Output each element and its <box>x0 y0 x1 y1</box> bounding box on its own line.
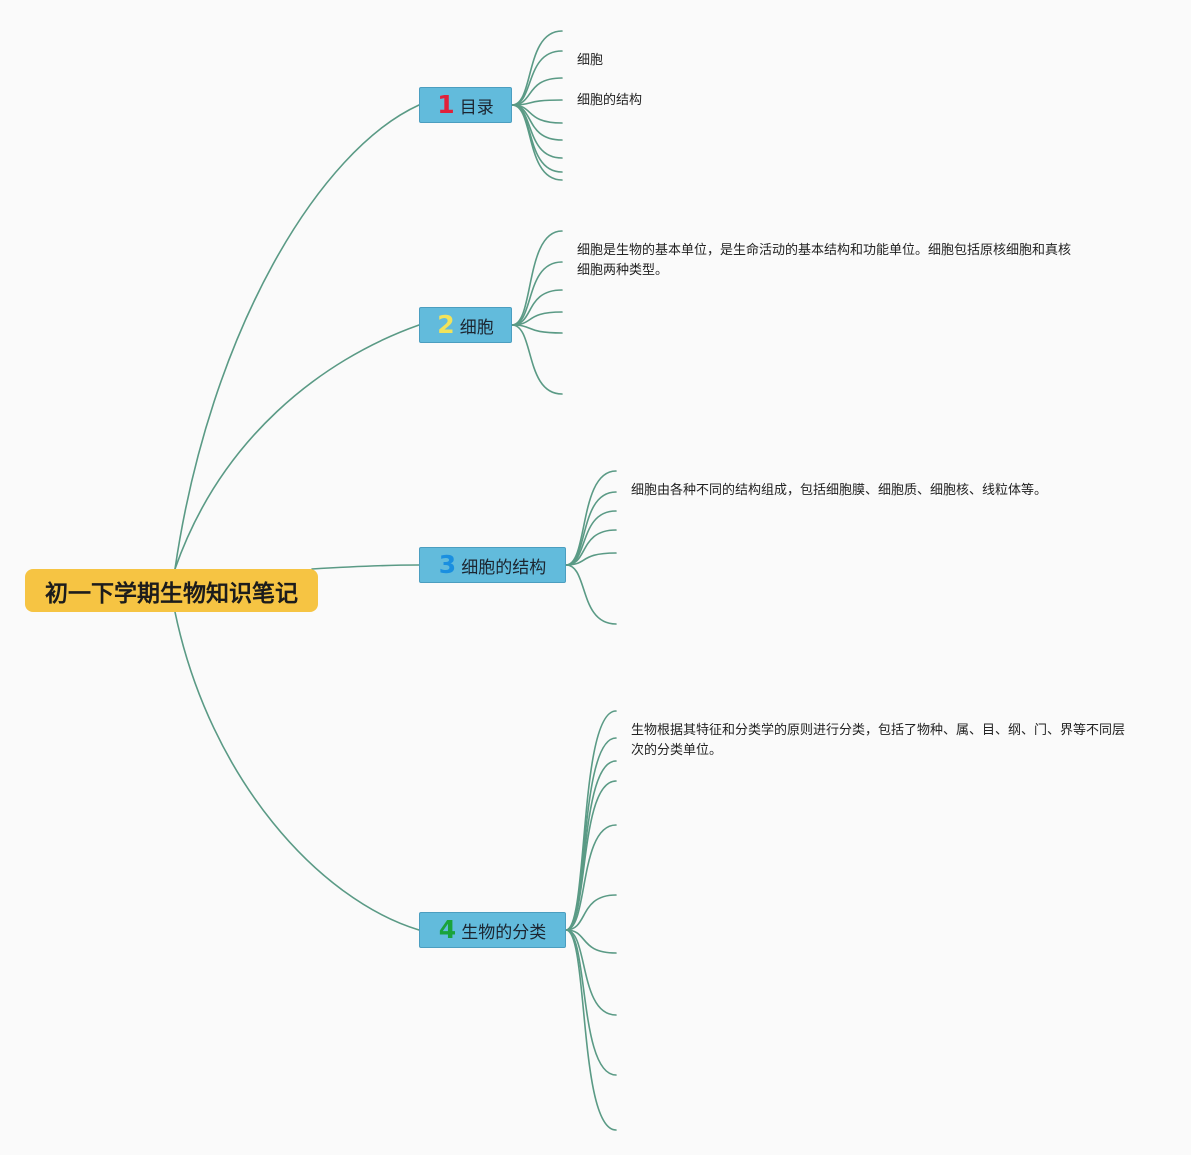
topic-toc-label: 目录 <box>459 97 494 118</box>
note-cell: 细胞是生物的基本单位，是生命活动的基本结构和功能单位。细胞包括原核细胞和真核细胞… <box>577 243 1072 278</box>
branch-classification-7 <box>565 929 617 954</box>
topic-cell-structure[interactable]: 3 细胞的结构 <box>419 547 566 583</box>
topic-classification[interactable]: 4 生物的分类 <box>419 912 566 948</box>
note-cell-structure: 细胞由各种不同的结构组成，包括细胞膜、细胞质、细胞核、线粒体等。 <box>631 483 1048 498</box>
number-one-icon: 1 <box>437 89 455 119</box>
branch-toc-1 <box>511 30 563 106</box>
branch-classification-6 <box>565 894 617 931</box>
toc-item-cell[interactable]: 细胞 <box>577 53 604 68</box>
branch-classification-8 <box>565 929 617 1016</box>
connector-root-topic-4 <box>174 611 420 931</box>
topic-toc[interactable]: 1 目录 <box>419 87 512 123</box>
branch-cell-6 <box>511 324 563 395</box>
topic-cell[interactable]: 2 细胞 <box>419 307 512 343</box>
branch-structure-2 <box>565 491 617 566</box>
number-four-icon: 4 <box>438 914 457 944</box>
topic-cell-structure-label: 细胞的结构 <box>461 557 547 578</box>
branch-structure-1 <box>565 470 617 566</box>
root-topic[interactable]: 初一下学期生物知识笔记 <box>25 569 318 612</box>
connector-root-topic-2 <box>174 324 420 570</box>
root-topic-label: 初一下学期生物知识笔记 <box>45 580 298 607</box>
connector-root-topic-3 <box>311 564 420 570</box>
topic-cell-label: 细胞 <box>459 317 494 338</box>
branch-classification-5 <box>565 824 617 931</box>
connector-root-topic-1 <box>174 104 420 570</box>
note-classification: 生物根据其特征和分类学的原则进行分类，包括了物种、属、目、纲、门、界等不同层次的… <box>631 723 1126 758</box>
branch-classification-10 <box>565 929 617 1131</box>
branch-structure-5 <box>565 552 617 566</box>
branch-cell-1 <box>511 230 563 326</box>
branch-cell-5 <box>511 324 563 334</box>
branch-toc-2 <box>511 50 563 106</box>
branch-toc-9 <box>511 104 563 181</box>
toc-item-cell-structure[interactable]: 细胞的结构 <box>577 93 643 108</box>
branch-toc-8 <box>511 104 563 173</box>
number-three-icon: 3 <box>438 549 457 579</box>
branch-cell-2 <box>511 261 563 326</box>
topic-classification-label: 生物的分类 <box>461 922 547 943</box>
number-two-icon: 2 <box>437 309 455 339</box>
branch-structure-6 <box>565 564 617 625</box>
branch-classification-4 <box>565 780 617 931</box>
branch-classification-9 <box>565 929 617 1076</box>
